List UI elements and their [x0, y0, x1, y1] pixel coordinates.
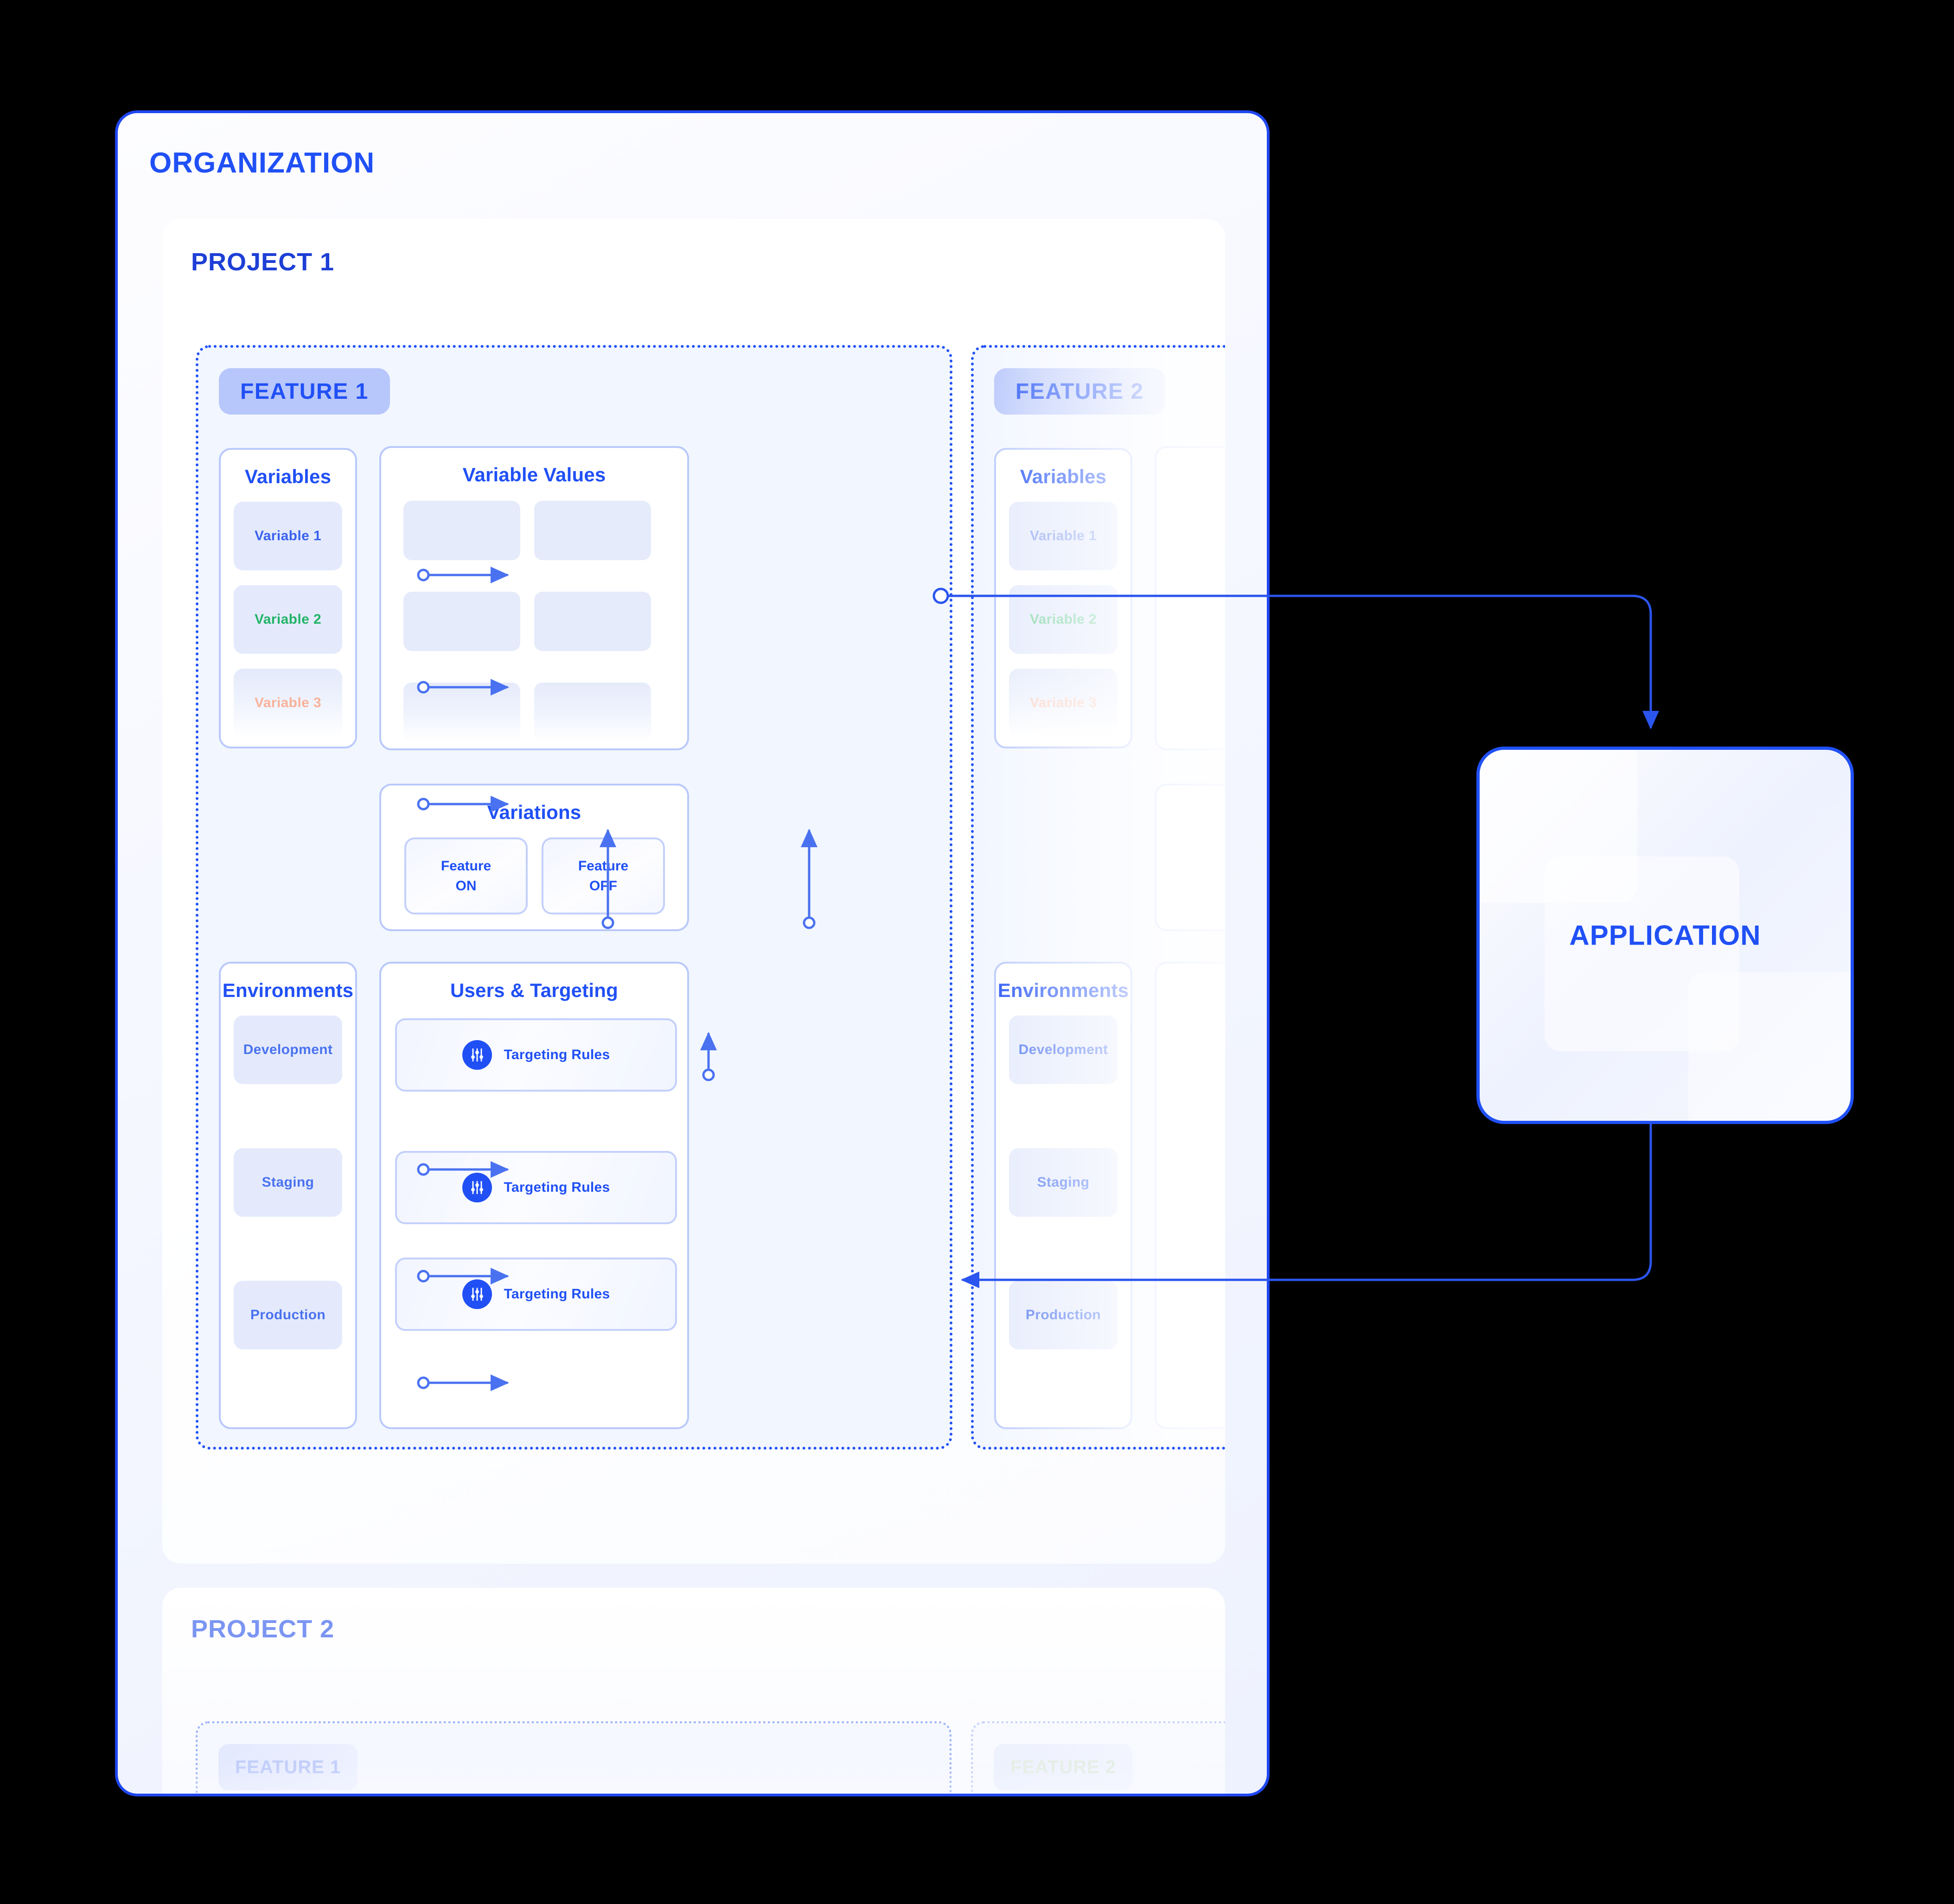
- variable-values-section: [1155, 446, 1225, 750]
- variation-line-1: Feature: [578, 858, 629, 874]
- targeting-rule-label: Targeting Rules: [504, 1180, 610, 1195]
- environments-section: Environments Development Staging Product…: [219, 962, 357, 1429]
- variation-card-feature-on[interactable]: Feature ON: [404, 837, 528, 914]
- variable-chip[interactable]: Variable 2: [1009, 585, 1117, 654]
- variable-value-box[interactable]: [534, 592, 651, 651]
- p2-feature-2-panel: FEATURE 2: [971, 1721, 1225, 1794]
- variable-value-box[interactable]: [534, 501, 651, 560]
- targeting-rule-label: Targeting Rules: [504, 1286, 610, 1302]
- project-1-title: PROJECT 1: [191, 248, 335, 276]
- variable-value-box[interactable]: [403, 592, 520, 651]
- variations-section-title: Variations: [487, 801, 581, 823]
- environment-chip-staging[interactable]: Staging: [234, 1148, 342, 1217]
- users-targeting-section-title: Users & Targeting: [450, 979, 619, 1001]
- application-title: APPLICATION: [1569, 920, 1761, 951]
- environment-chip-production[interactable]: Production: [234, 1281, 342, 1349]
- feature-2-panel: FEATURE 2 Variables Variable 1 Variable …: [971, 345, 1225, 1450]
- targeting-rule-row[interactable]: Targeting Rules: [395, 1018, 677, 1092]
- variables-section: Variables Variable 1 Variable 2 Variable…: [994, 448, 1132, 748]
- variable-values-section: Variable Values: [379, 446, 689, 750]
- variables-section-title: Variables: [1020, 466, 1107, 487]
- variation-line-2: OFF: [589, 878, 617, 894]
- project-1-card: PROJECT 1 FEATURE 1 Variables Variable 1…: [162, 219, 1225, 1564]
- variable-chip[interactable]: Variable 2: [234, 585, 342, 654]
- variable-values-section-title: Variable Values: [462, 464, 606, 486]
- variables-section: Variables Variable 1 Variable 2 Variable…: [219, 448, 357, 748]
- project-2-card: PROJECT 2 FEATURE 1 FEATURE 2: [162, 1588, 1225, 1794]
- targeting-rule-label: Targeting Rules: [504, 1047, 610, 1062]
- variations-section: [1155, 784, 1225, 931]
- organization-card: ORGANIZATION PROJECT 1 FEATURE 1 Variabl…: [115, 110, 1270, 1796]
- application-box: APPLICATION: [1476, 747, 1854, 1124]
- variable-chip[interactable]: Variable 3: [1009, 669, 1117, 737]
- variable-chip[interactable]: Variable 1: [234, 502, 342, 570]
- environment-chip-development[interactable]: Development: [1009, 1016, 1117, 1084]
- variables-section-title: Variables: [244, 466, 332, 487]
- sliders-icon: [462, 1173, 492, 1202]
- variation-line-1: Feature: [441, 858, 492, 874]
- environment-chip-production[interactable]: Production: [1009, 1281, 1117, 1349]
- p2-feature-1-panel: FEATURE 1: [196, 1721, 951, 1794]
- users-targeting-section: Users & Targeting: [379, 962, 689, 1429]
- feature-1-panel: FEATURE 1 Variables Variable 1 Variable …: [196, 345, 952, 1450]
- variable-chip[interactable]: Variable 3: [234, 669, 342, 737]
- variations-section: Variations Feature ON Feature OFF: [379, 784, 689, 931]
- environments-section-title: Environments: [997, 979, 1129, 1001]
- p2-feature-1-badge[interactable]: FEATURE 1: [218, 1744, 358, 1790]
- project-2-title: PROJECT 2: [191, 1615, 335, 1643]
- users-targeting-section: [1155, 962, 1225, 1429]
- p2-feature-2-badge[interactable]: FEATURE 2: [994, 1744, 1133, 1790]
- variable-value-box[interactable]: [534, 683, 651, 742]
- variable-value-box[interactable]: [403, 501, 520, 560]
- environments-section-title: Environments: [222, 979, 354, 1001]
- environments-section: Environments Development Staging Product…: [994, 962, 1132, 1429]
- environment-chip-staging[interactable]: Staging: [1009, 1148, 1117, 1217]
- variable-value-box[interactable]: [403, 683, 520, 742]
- environment-chip-development[interactable]: Development: [234, 1016, 342, 1084]
- feature-1-badge[interactable]: FEATURE 1: [219, 368, 390, 415]
- feature-2-badge[interactable]: FEATURE 2: [994, 368, 1165, 415]
- organization-title: ORGANIZATION: [149, 147, 375, 179]
- sliders-icon: [462, 1040, 492, 1070]
- variable-chip[interactable]: Variable 1: [1009, 502, 1117, 570]
- variation-card-feature-off[interactable]: Feature OFF: [542, 837, 665, 914]
- targeting-rule-row[interactable]: Targeting Rules: [395, 1151, 677, 1224]
- sliders-icon: [462, 1279, 492, 1309]
- application-decoration-rect: [1688, 972, 1851, 1121]
- application-decoration-rect: [1545, 856, 1739, 1051]
- targeting-rule-row[interactable]: Targeting Rules: [395, 1258, 677, 1331]
- variation-line-2: ON: [455, 878, 477, 894]
